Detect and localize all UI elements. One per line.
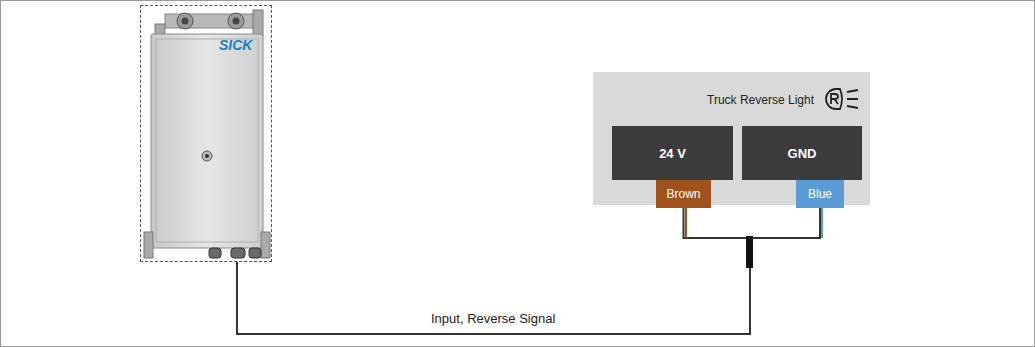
- bracket: [261, 232, 270, 258]
- light-rays: [847, 90, 858, 108]
- terminal-box: 24 V: [612, 126, 733, 180]
- box-label: GND: [788, 146, 817, 161]
- box-label: 24 V: [659, 146, 686, 161]
- signal-cable: [237, 208, 820, 334]
- rail-clamp: [228, 13, 244, 29]
- keyhole: [205, 154, 209, 158]
- brown-wire: [685, 208, 687, 238]
- terminal-box: GND: [742, 126, 862, 180]
- lamp-outline: [826, 89, 842, 109]
- brand-logo: SICK: [219, 37, 252, 53]
- mounting-rail: [165, 14, 261, 28]
- wire-color-tag: Brown: [656, 180, 711, 208]
- blue-wire: [821, 208, 823, 238]
- bracket: [253, 10, 263, 36]
- reverse-light-panel: Truck Reverse Light 24 V GND Brown Blue: [593, 72, 870, 205]
- rail-clamp: [233, 18, 240, 25]
- splice: [746, 236, 753, 268]
- box-label: Blue: [808, 187, 832, 201]
- rail-clamp: [177, 13, 193, 29]
- lamp-letter: [831, 94, 838, 104]
- cable-gland: [209, 248, 221, 258]
- box-label: Brown: [666, 187, 700, 201]
- rail-clamp: [182, 18, 189, 25]
- panel-title: Truck Reverse Light: [707, 93, 814, 107]
- signal-cable: [237, 208, 750, 334]
- cable-gland: [231, 248, 245, 258]
- wire-color-tag: Blue: [796, 180, 844, 208]
- cable-label: Input, Reverse Signal: [431, 311, 555, 326]
- enclosure-body: [151, 34, 263, 248]
- controller-enclosure: SICK: [140, 5, 272, 262]
- reverse-light-icon: [822, 85, 862, 113]
- cable-gland: [249, 248, 261, 258]
- keyhole: [202, 151, 212, 161]
- bracket: [144, 232, 153, 258]
- enclosure-door: [156, 39, 258, 242]
